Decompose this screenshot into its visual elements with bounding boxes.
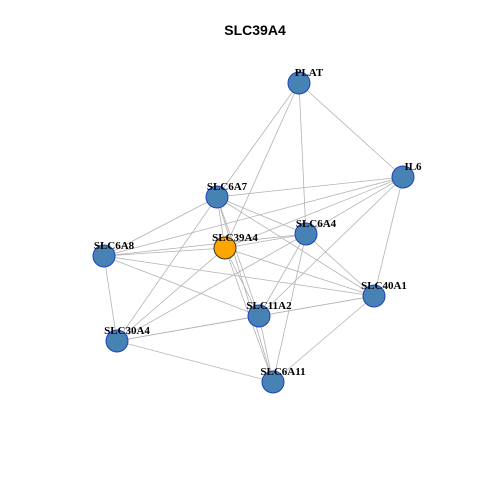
node-label-slc11a2: SLC11A2 (246, 300, 292, 312)
node-plat[interactable] (287, 71, 311, 95)
node-label-plat: PLAT (295, 67, 324, 79)
node-label-il6: IL6 (404, 161, 422, 173)
edge-slc39a4-slc30a4 (116, 247, 226, 342)
edge-slc6a4-slc6a11 (272, 233, 307, 383)
edge-slc6a7-slc30a4 (116, 196, 218, 342)
node-label-slc6a7: SLC6A7 (207, 181, 248, 193)
edge-slc6a7-slc6a4 (216, 196, 307, 235)
node-label-slc30a4: SLC30A4 (104, 325, 150, 337)
edge-slc39a4-slc40a1 (224, 247, 375, 297)
edge-slc6a4-slc30a4 (116, 233, 307, 342)
node-layer (92, 71, 415, 394)
edge-slc39a4-slc6a8 (103, 247, 226, 257)
edge-slc39a4-slc11a2 (224, 247, 260, 317)
edge-slc6a8-slc30a4 (103, 255, 118, 342)
label-layer: PLAT IL6SLC6A7SLC6A4SLC39A4SLC6A8SLC40A1S… (94, 67, 422, 378)
node-label-slc39a4: SLC39A4 (212, 232, 258, 244)
node-il6[interactable] (391, 165, 415, 189)
edge-slc6a8-slc11a2 (103, 255, 260, 317)
edge-plat-slc6a7 (216, 82, 300, 198)
node-label-slc6a8: SLC6A8 (94, 240, 135, 252)
edge-plat-il6 (298, 82, 404, 178)
node-slc40a1[interactable] (362, 284, 386, 308)
edge-il6-slc11a2 (258, 176, 404, 317)
node-label-slc6a4: SLC6A4 (296, 218, 337, 230)
edge-slc6a7-slc11a2 (216, 196, 260, 317)
node-slc11a2[interactable] (247, 304, 271, 328)
edge-slc11a2-slc30a4 (116, 315, 260, 342)
edge-il6-slc6a7 (216, 176, 404, 198)
edge-il6-slc6a8 (103, 176, 404, 257)
node-slc6a8[interactable] (92, 244, 116, 268)
edge-slc40a1-slc6a11 (272, 295, 375, 383)
edge-slc6a4-slc6a8 (103, 233, 307, 257)
edge-slc6a7-slc40a1 (216, 196, 375, 297)
node-slc6a11[interactable] (261, 370, 285, 394)
node-slc30a4[interactable] (105, 329, 129, 353)
edge-slc6a4-slc11a2 (258, 233, 307, 317)
edge-slc6a4-slc40a1 (305, 233, 375, 297)
edge-il6-slc39a4 (224, 176, 404, 249)
node-label-slc6a11: SLC6A11 (260, 366, 305, 378)
edge-slc6a8-slc40a1 (103, 255, 375, 297)
edge-il6-slc6a4 (305, 176, 404, 235)
edge-layer (103, 82, 404, 383)
edge-slc6a7-slc6a8 (103, 196, 218, 257)
node-label-slc40a1: SLC40A1 (361, 280, 407, 292)
node-slc6a4[interactable] (294, 222, 318, 246)
node-slc39a4[interactable] (213, 236, 237, 260)
edge-plat-slc6a4 (298, 82, 307, 235)
edge-slc6a7-slc6a11 (216, 196, 274, 383)
edge-il6-slc40a1 (373, 176, 404, 297)
node-slc6a7[interactable] (205, 185, 229, 209)
edge-slc30a4-slc6a11 (116, 340, 274, 383)
edge-slc6a4-slc39a4 (224, 233, 307, 249)
diagram-title: SLC39A4 (224, 22, 286, 38)
